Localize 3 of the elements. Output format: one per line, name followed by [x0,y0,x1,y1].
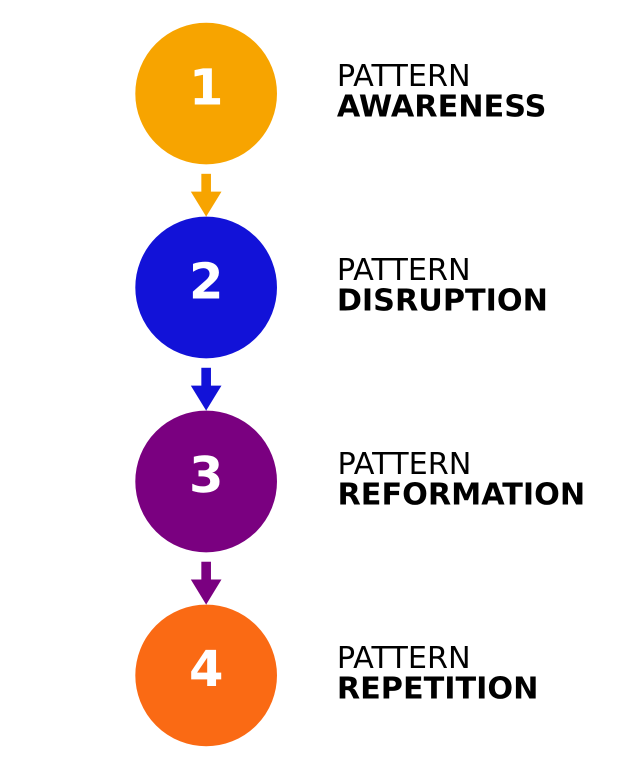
arrow [190,562,221,605]
arrow [190,368,221,411]
arrow [190,174,221,217]
